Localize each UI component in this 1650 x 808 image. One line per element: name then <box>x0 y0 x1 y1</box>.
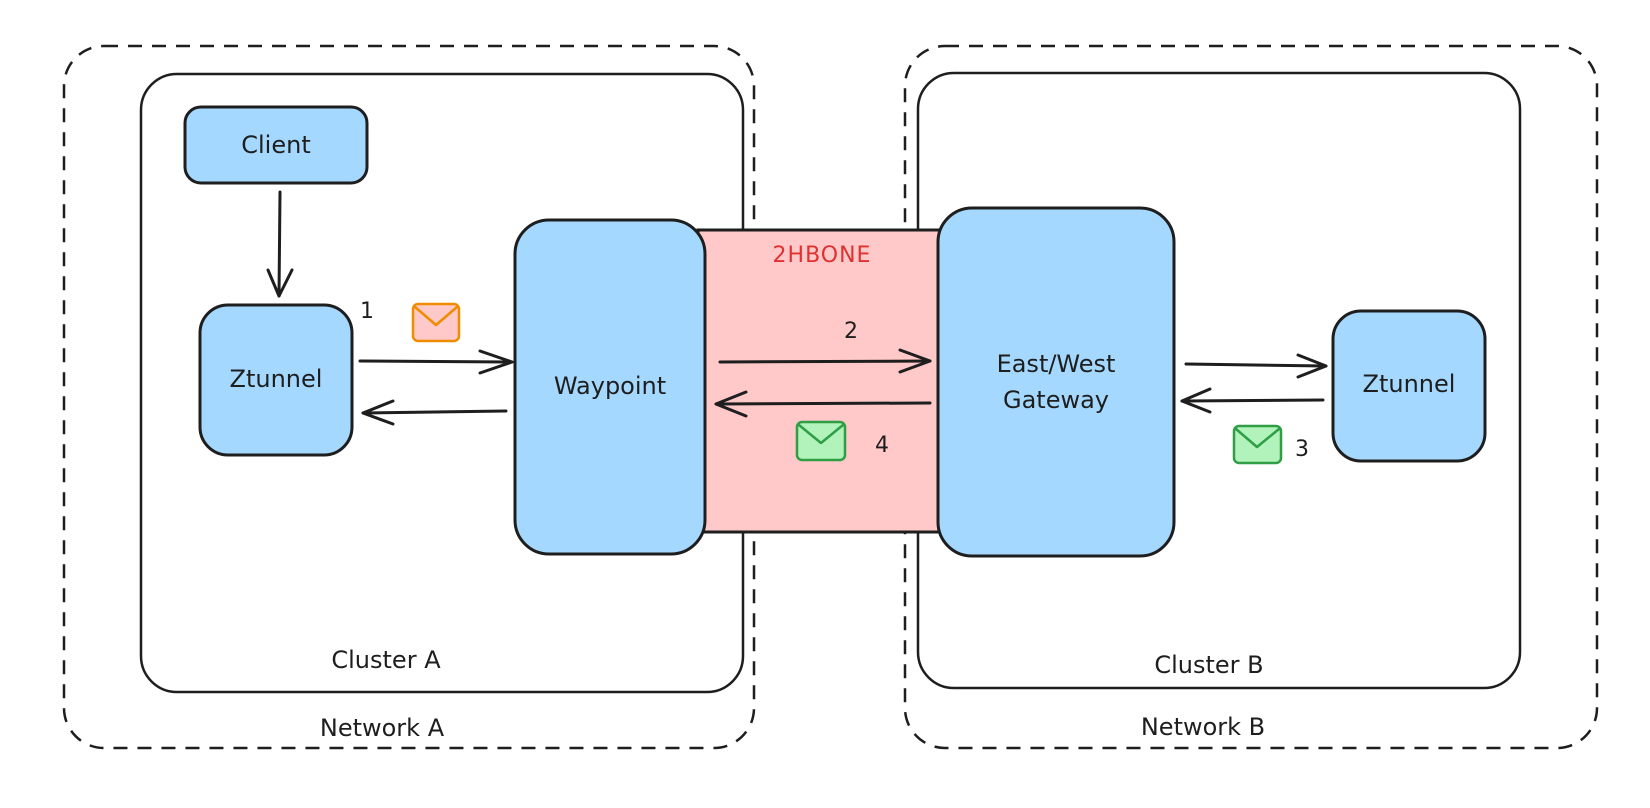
client-node[interactable]: Client <box>183 105 369 185</box>
arrow-ztunnel-to-waypoint <box>358 349 514 375</box>
gateway-label-line1: East/West <box>997 350 1116 378</box>
step-4-label: 4 <box>875 433 889 458</box>
cluster-a-label: Cluster A <box>331 646 441 674</box>
east-west-gateway-node[interactable]: East/West Gateway <box>936 206 1176 558</box>
ztunnel-a-label: Ztunnel <box>230 365 323 393</box>
envelope-icon-response-gateway <box>795 420 847 462</box>
waypoint-label: Waypoint <box>554 372 666 400</box>
hbone-tunnel: 2HBONE <box>696 228 948 534</box>
ztunnel-a-node[interactable]: Ztunnel <box>198 303 354 457</box>
network-b: Network B <box>903 44 1599 750</box>
arrow-client-to-ztunnel <box>266 190 294 298</box>
arrow-gateway-to-ztunnel-b <box>1184 353 1328 379</box>
waypoint-node[interactable]: Waypoint <box>513 218 707 556</box>
client-label: Client <box>241 131 310 159</box>
arrow-gateway-to-waypoint <box>714 390 932 418</box>
network-a: Network A <box>62 44 756 750</box>
hbone-label: 2HBONE <box>773 243 872 268</box>
envelope-icon-response-ztunnel <box>1232 424 1283 465</box>
envelope-icon-request <box>411 302 461 343</box>
arrow-waypoint-to-gateway <box>718 348 932 374</box>
arrow-waypoint-to-ztunnel <box>361 399 508 426</box>
cluster-b-label: Cluster B <box>1154 651 1263 679</box>
step-2-label: 2 <box>844 319 858 344</box>
step-1-label: 1 <box>360 299 374 324</box>
step-3-label: 3 <box>1295 437 1309 462</box>
gateway-label-line2: Gateway <box>1003 386 1109 414</box>
ztunnel-b-label: Ztunnel <box>1363 370 1456 398</box>
arrow-ztunnel-b-to-gateway <box>1180 387 1325 414</box>
network-b-label: Network B <box>1141 713 1265 741</box>
ztunnel-b-node[interactable]: Ztunnel <box>1331 309 1487 463</box>
network-a-label: Network A <box>320 714 445 742</box>
